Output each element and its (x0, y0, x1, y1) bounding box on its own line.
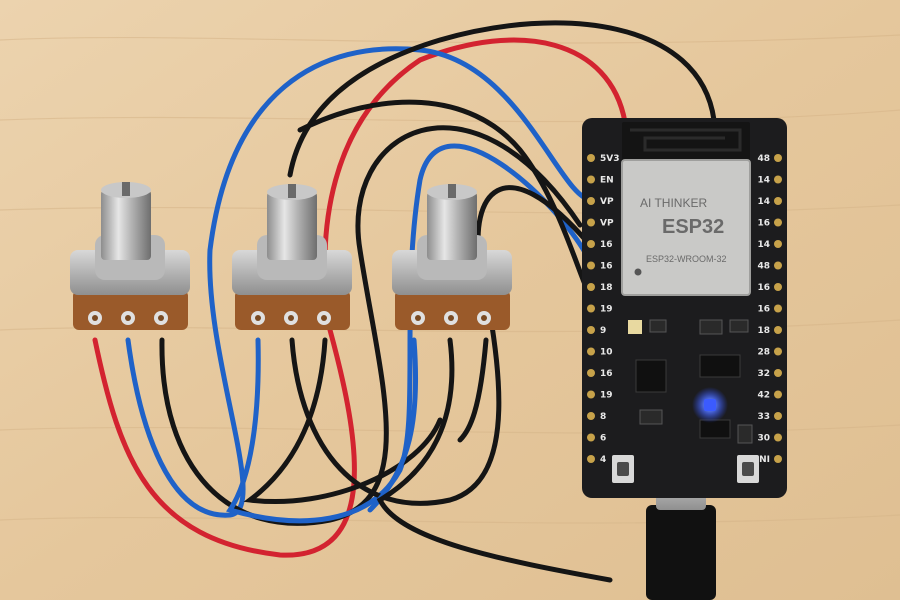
right-header-pin (774, 304, 782, 313)
chip-3 (729, 319, 749, 333)
left-pin-label: 10 (600, 348, 613, 358)
left-header-pin (587, 218, 595, 227)
shield-brand: AI THINKER (640, 196, 707, 210)
left-pin-label: 8 (600, 412, 606, 422)
right-header-pin (774, 455, 782, 463)
boot-button[interactable] (612, 455, 634, 483)
right-pin-label: 48 (757, 262, 770, 272)
left-header-pin (587, 240, 595, 248)
right-header-pin (774, 283, 782, 291)
chip-5 (699, 354, 741, 378)
wire-black-1 (159, 125, 583, 526)
right-pin-label: 14 (757, 197, 770, 207)
left-header-pin (587, 304, 595, 313)
right-header-pin (774, 175, 782, 184)
right-pin-label: 30 (757, 434, 770, 444)
pot-3 (392, 184, 512, 330)
chip-regulator (628, 320, 642, 334)
right-pin-label: 18 (757, 326, 770, 336)
wires (92, 20, 717, 583)
left-pin-label: 5V3 (600, 154, 620, 164)
left-header-pin (587, 197, 595, 205)
wire-blue-1 (125, 46, 595, 518)
right-header-pin (774, 197, 782, 205)
chip-6 (699, 419, 731, 439)
chip-4 (639, 409, 663, 425)
right-pin-label: 14 (757, 240, 770, 250)
right-pin-label: CNI (753, 455, 771, 465)
right-header-pin (774, 154, 782, 162)
left-pin-label: 6 (600, 434, 606, 444)
chip-2 (699, 319, 723, 335)
wire-blue-3 (367, 337, 419, 513)
left-header-pin (587, 433, 595, 442)
wire-black-3 (243, 337, 443, 504)
wire-black-4 (376, 337, 613, 583)
left-header-pin (587, 261, 595, 270)
right-header-pin (774, 240, 782, 248)
wire-black-6 (297, 99, 595, 303)
left-pin-label: 16 (600, 369, 613, 379)
reset-button[interactable] (737, 455, 759, 483)
left-header-pin (587, 175, 595, 184)
right-header-pin (774, 326, 782, 334)
shield-model: ESP32 (662, 216, 724, 238)
wire-black-top (287, 20, 717, 178)
right-pin-label: 42 (757, 391, 770, 401)
left-pin-label: 19 (600, 391, 613, 401)
usb-uart-chip (635, 359, 667, 393)
left-pin-label: 16 (600, 262, 613, 272)
right-pin-label: 48 (757, 154, 770, 164)
esp32-module-shield (621, 159, 751, 296)
shield-module: ESP32-WROOM-32 (646, 254, 727, 264)
left-header-pin (587, 326, 595, 334)
right-header-pin (774, 261, 782, 270)
right-pin-label: 33 (757, 412, 770, 422)
left-header-pin (587, 390, 595, 399)
left-pin-label: 18 (600, 283, 613, 293)
left-header-pin (587, 412, 595, 420)
left-header-pin (587, 369, 595, 377)
right-header-pin (774, 369, 782, 377)
left-pin-label: 9 (600, 326, 606, 336)
chip-1 (649, 319, 667, 333)
left-header-pin (587, 347, 595, 356)
right-header-pin (774, 390, 782, 399)
left-header-pin (587, 455, 595, 463)
right-pin-label: 16 (757, 219, 770, 229)
blue-led (704, 399, 716, 411)
left-pin-label: VP (600, 219, 614, 229)
right-pin-label: 16 (757, 305, 770, 315)
right-pin-label: 16 (757, 283, 770, 293)
left-pin-label: 4 (600, 455, 606, 465)
wire-black-5 (457, 337, 489, 443)
left-pin-label: 19 (600, 305, 613, 315)
shield-dot (634, 268, 642, 276)
left-pin-label: EN (600, 176, 614, 186)
right-header-pin (774, 433, 782, 442)
left-header-pin (587, 154, 595, 162)
wire-red-1 (92, 37, 628, 558)
right-pin-label: 32 (757, 369, 770, 379)
pot-2 (232, 184, 352, 330)
left-pin-label: VP (600, 197, 614, 207)
right-header-pin (774, 218, 782, 227)
left-header-pin (587, 283, 595, 291)
pot-1 (70, 182, 190, 330)
chip-7 (737, 424, 753, 444)
right-header-pin (774, 347, 782, 356)
right-header-pin (774, 412, 782, 420)
right-pin-label: 28 (757, 348, 770, 358)
wire-black-2 (289, 185, 593, 506)
right-pin-label: 14 (757, 176, 770, 186)
left-pin-label: 16 (600, 240, 613, 250)
